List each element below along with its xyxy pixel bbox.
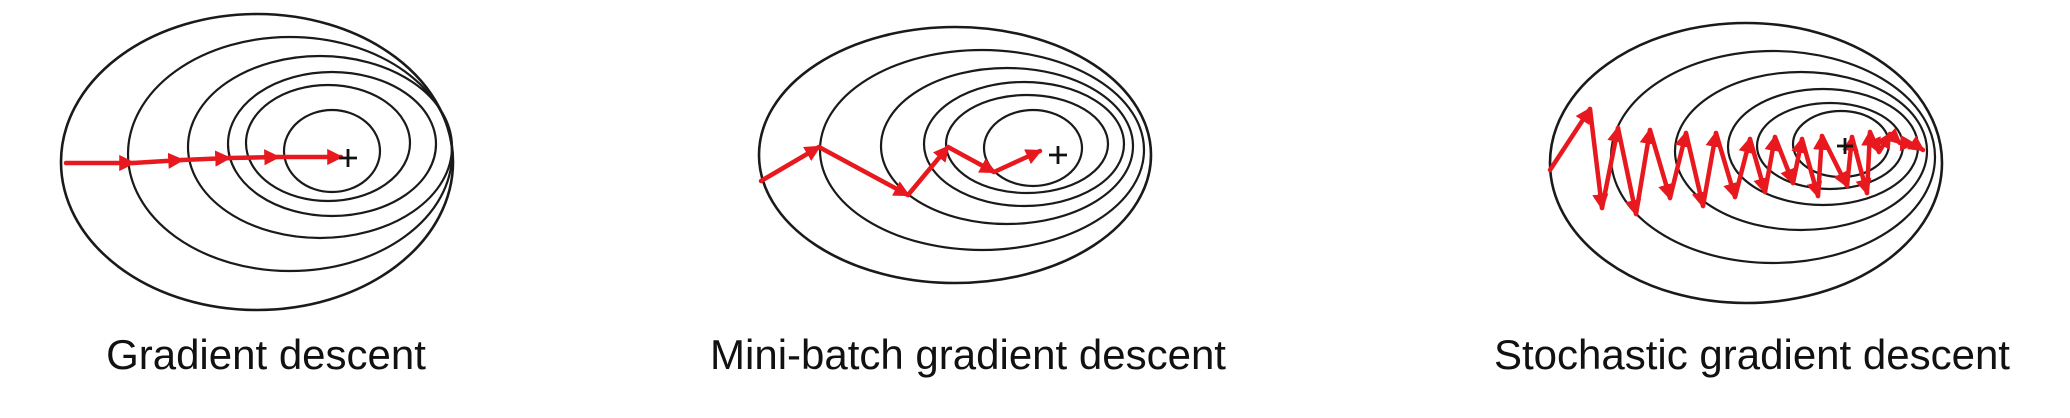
contour-ring-4 — [226, 70, 438, 218]
plus-marker-icon — [339, 149, 357, 167]
contour-ring-1 — [757, 25, 1153, 285]
descent-step — [1762, 134, 1781, 195]
contour-ring-1 — [59, 12, 455, 312]
descent-step — [1747, 136, 1770, 195]
descent-step — [179, 150, 232, 167]
descent-path — [63, 148, 344, 172]
contour-ring-6 — [982, 108, 1084, 188]
descent-step — [1587, 106, 1609, 211]
contour-ring-1 — [1548, 21, 1944, 305]
panel-caption: Stochastic gradient descent — [1494, 331, 2010, 378]
descent-step — [1667, 130, 1691, 201]
descent-step — [1683, 130, 1708, 209]
descent-step — [1732, 136, 1755, 200]
descent-step — [1819, 133, 1850, 189]
panel-stochastic-gradient-descent: Stochastic gradient descent — [1494, 21, 2010, 378]
descent-path — [758, 144, 1043, 198]
contour-ring-2 — [818, 48, 1146, 252]
descent-step — [1799, 136, 1823, 199]
panel-gradient-descent: Gradient descent — [59, 12, 455, 378]
descent-path — [1547, 106, 1926, 217]
descent-step — [905, 144, 951, 198]
contour-ring-5 — [244, 83, 412, 203]
descent-step — [1849, 134, 1872, 196]
contour-ring-3 — [186, 54, 454, 240]
descent-step — [226, 149, 281, 166]
contour-ring-4 — [922, 80, 1126, 208]
descent-step — [945, 144, 997, 175]
descent-step — [1790, 136, 1808, 186]
descent-step — [130, 152, 185, 169]
descent-step — [1547, 106, 1593, 173]
contour-lines — [757, 25, 1153, 285]
descent-step — [1647, 127, 1674, 201]
descent-step — [816, 144, 911, 198]
panel-caption: Mini-batch gradient descent — [710, 331, 1226, 378]
descent-step — [758, 144, 822, 184]
descent-step — [991, 148, 1043, 175]
contour-ring-3 — [879, 66, 1135, 226]
descent-step — [1700, 130, 1722, 209]
descent-step — [1813, 133, 1830, 199]
plus-marker-icon — [1837, 138, 1853, 154]
descent-step — [1842, 134, 1859, 189]
contour-ring-5 — [944, 93, 1110, 195]
descent-step — [1907, 135, 1926, 153]
contour-lines — [59, 12, 455, 312]
descent-step — [1861, 129, 1878, 196]
contour-ring-6 — [282, 108, 382, 194]
descent-step — [1615, 125, 1642, 217]
contour-ring-3 — [1673, 70, 1929, 232]
panel-mini-batch-gradient-descent: Mini-batch gradient descent — [710, 25, 1226, 378]
descent-step — [1633, 127, 1656, 217]
descent-step — [1772, 134, 1796, 186]
plus-marker-icon — [1049, 146, 1067, 164]
descent-step — [1599, 125, 1624, 211]
descent-step — [1713, 130, 1739, 200]
panel-caption: Gradient descent — [106, 331, 426, 378]
